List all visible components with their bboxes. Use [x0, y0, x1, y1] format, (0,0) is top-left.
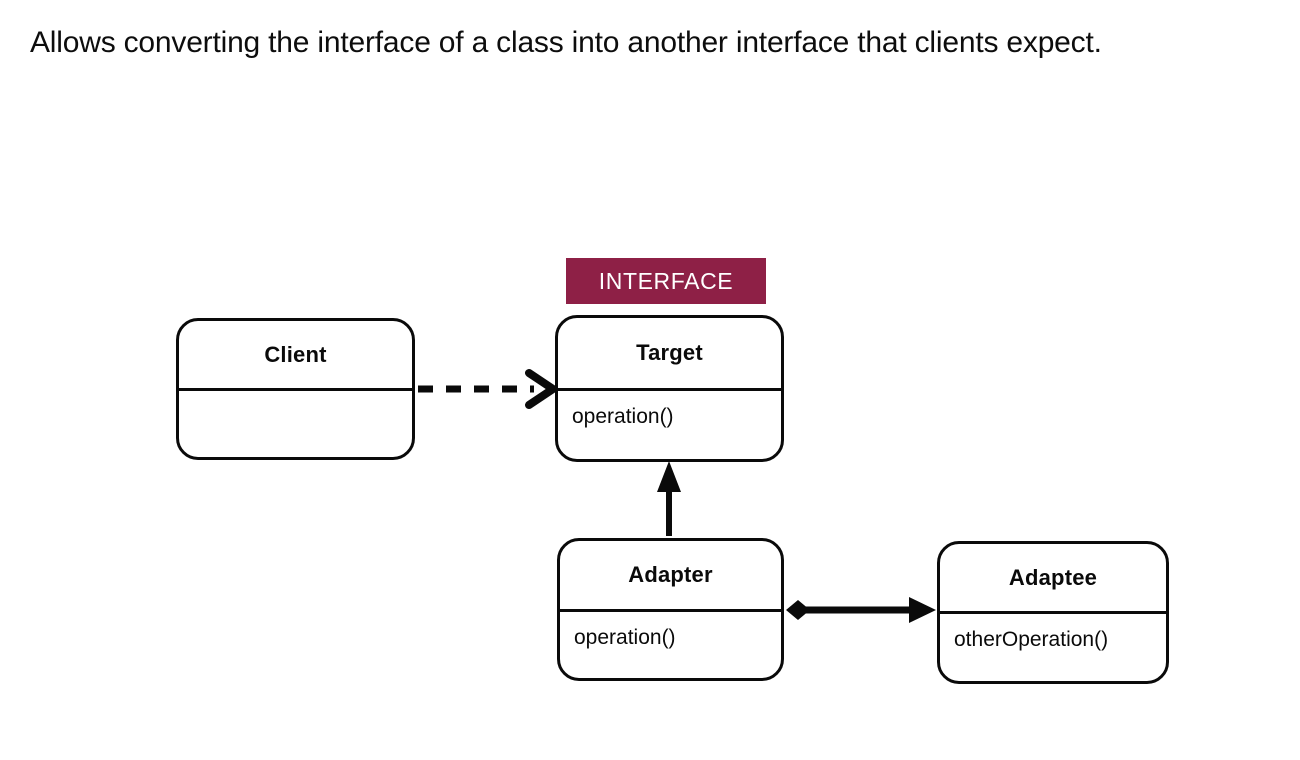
uml-class-client-members	[179, 391, 412, 457]
uml-class-client-name: Client	[179, 321, 412, 391]
uml-class-adapter-members: operation()	[560, 612, 781, 678]
uml-class-adapter-name: Adapter	[560, 541, 781, 612]
uml-class-adapter[interactable]: Adapter operation()	[557, 538, 784, 681]
relationship-adapter-to-adaptee	[786, 597, 936, 623]
uml-member-operation: operation()	[574, 626, 676, 649]
stereotype-badge-label: INTERFACE	[598, 267, 734, 294]
uml-class-target[interactable]: Target operation()	[555, 315, 784, 462]
description-line-2: expect.	[1006, 26, 1102, 59]
description-line-1: Allows converting the interface of a cla…	[30, 26, 999, 59]
uml-class-adaptee-members: otherOperation()	[940, 614, 1166, 681]
uml-class-target-name: Target	[558, 318, 781, 391]
uml-class-client[interactable]: Client	[176, 318, 415, 460]
uml-class-adaptee[interactable]: Adaptee otherOperation()	[937, 541, 1169, 684]
page-description: Allows converting the interface of a cla…	[30, 16, 1270, 69]
uml-member-other-operation: otherOperation()	[954, 628, 1109, 651]
uml-class-target-members: operation()	[558, 391, 781, 459]
relationship-adapter-to-target	[657, 461, 681, 536]
relationship-client-to-target	[418, 369, 561, 409]
stereotype-badge-interface: INTERFACE	[566, 258, 766, 304]
uml-member-operation: operation()	[572, 405, 674, 428]
uml-class-adaptee-name: Adaptee	[940, 544, 1166, 614]
